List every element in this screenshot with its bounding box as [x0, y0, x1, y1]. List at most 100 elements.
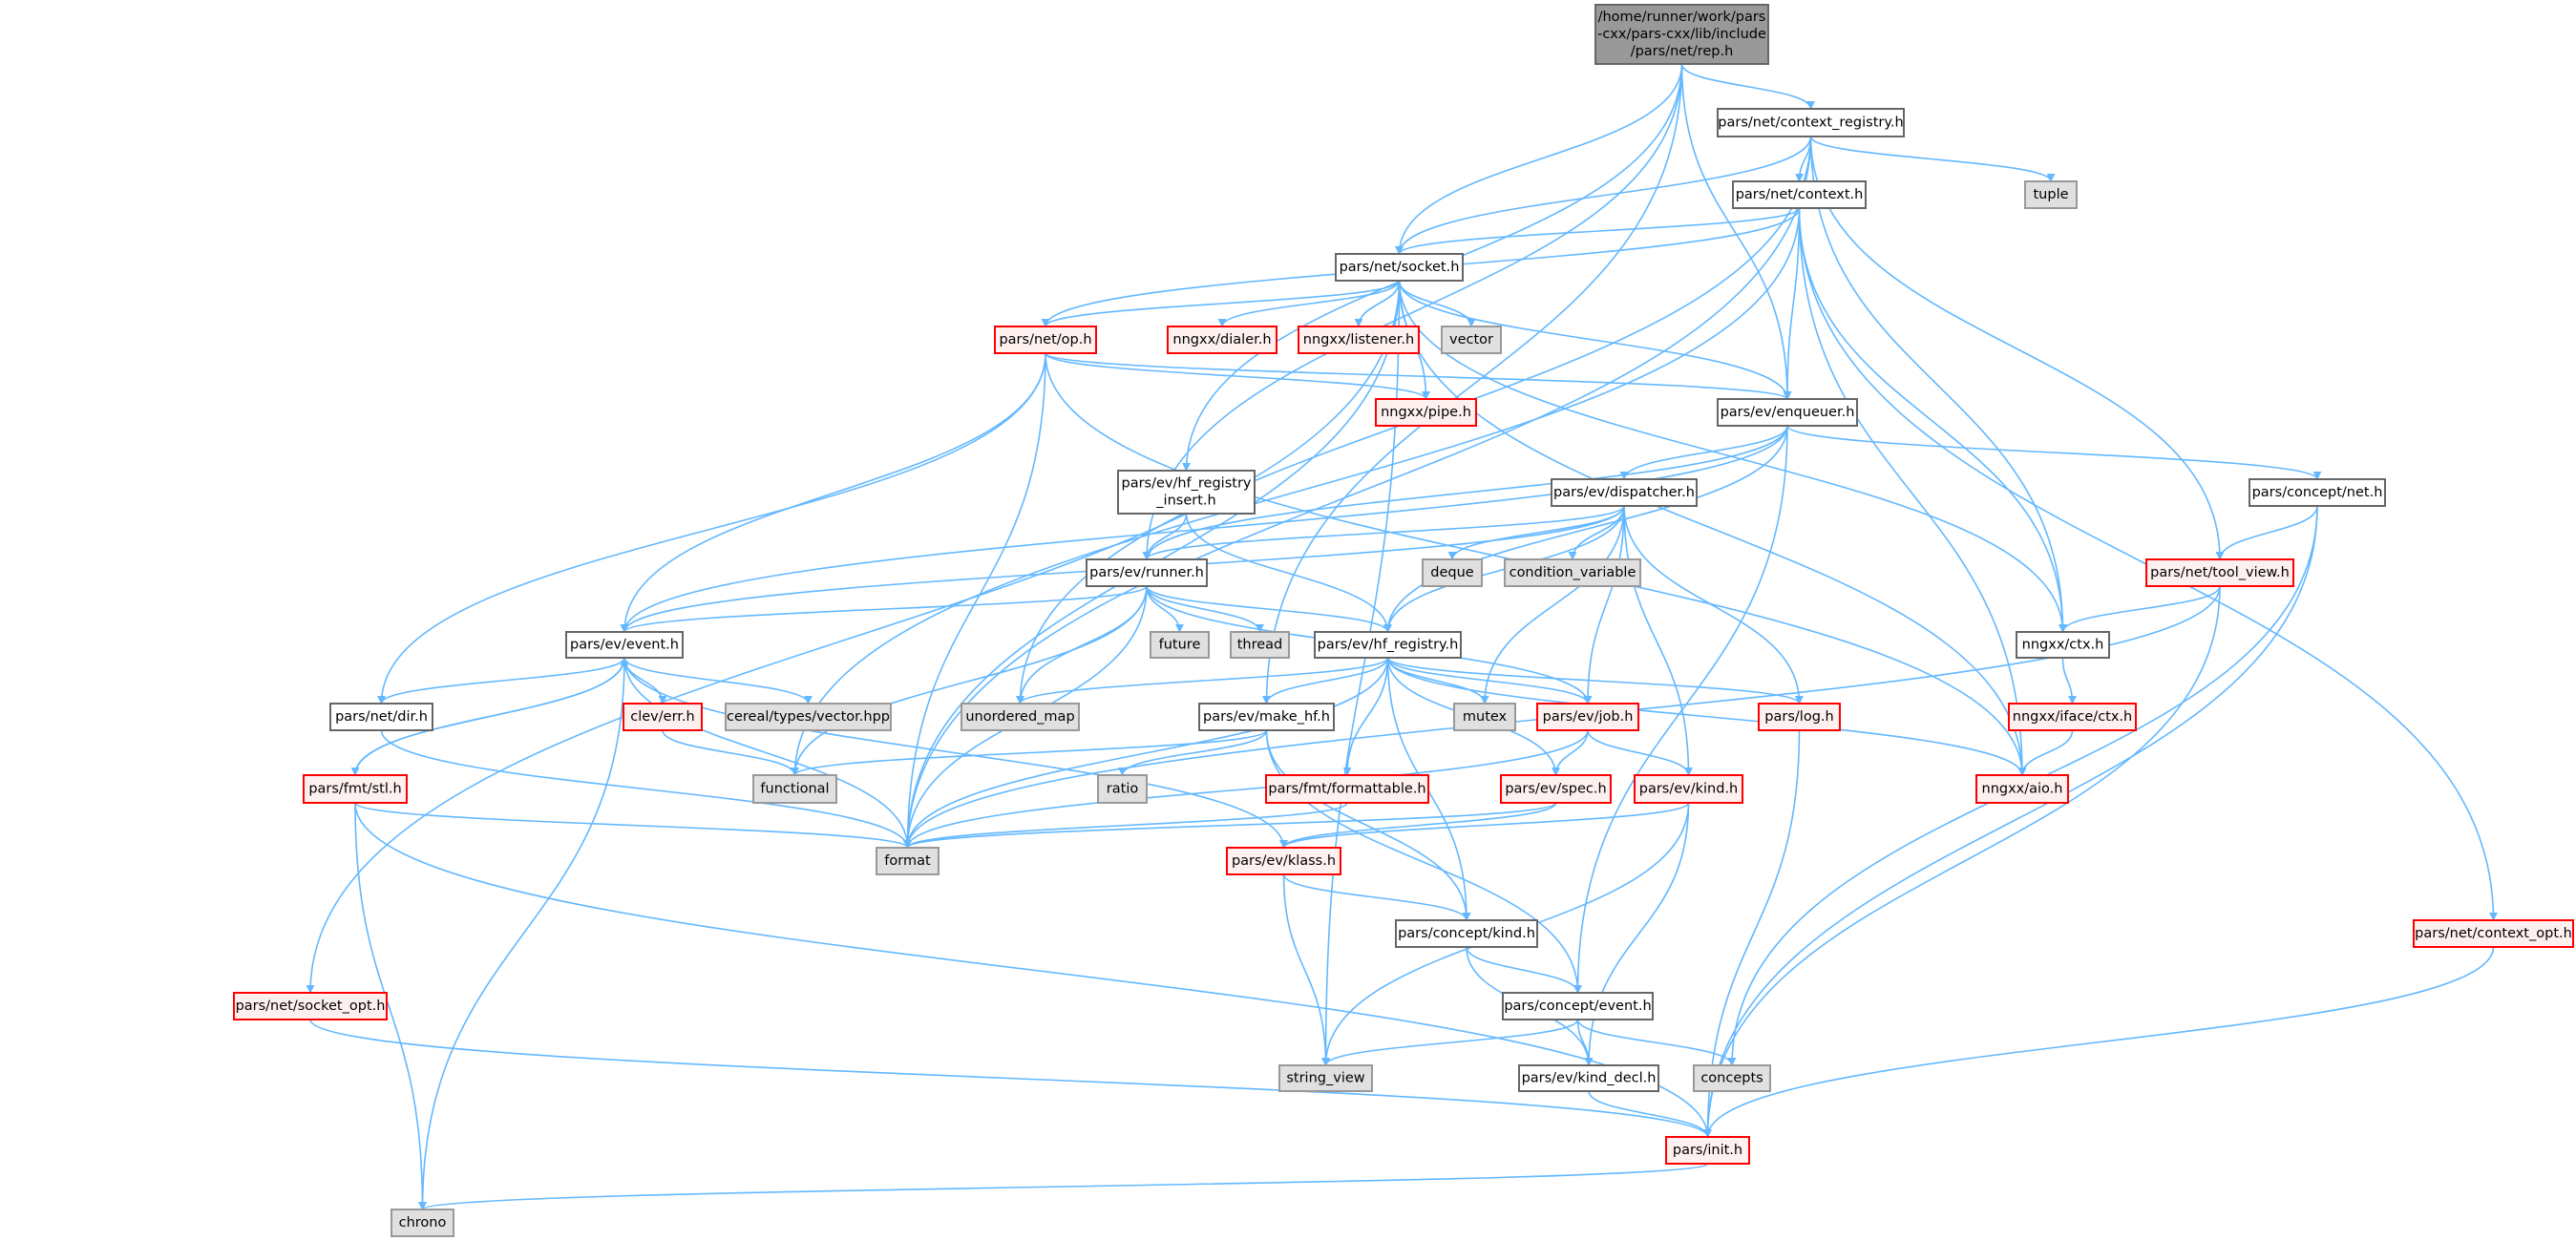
node-box	[1230, 631, 1290, 659]
node-net-dir[interactable]: pars/net/dir.h	[329, 703, 433, 731]
node-box	[1226, 847, 1341, 875]
node-label: pars/ev/kind.h	[1639, 782, 1739, 797]
edge-runner-to-event	[620, 585, 1148, 633]
node-fmt-stl[interactable]: pars/fmt/stl.h	[303, 774, 408, 804]
node-label: vector	[1449, 332, 1493, 347]
node-box	[1298, 326, 1420, 354]
edge-net-dir-to-format	[380, 729, 912, 849]
node-log[interactable]: pars/log.h	[1758, 703, 1841, 731]
node-box	[1732, 180, 1867, 209]
edge-event-to-klass	[623, 657, 1288, 849]
node-context-registry[interactable]: pars/net/context_registry.h	[1717, 108, 1905, 137]
node-label: pars/concept/kind.h	[1398, 926, 1535, 941]
edge-spec-to-klass	[1279, 802, 1557, 849]
node-deque: deque	[1422, 558, 1483, 587]
edge-op-to-pipe	[1045, 352, 1430, 400]
node-klass[interactable]: pars/ev/klass.h	[1226, 847, 1341, 875]
node-label: pars/net/socket_opt.h	[236, 999, 386, 1014]
node-kind-decl[interactable]: pars/ev/kind_decl.h	[1518, 1064, 1659, 1092]
edge-enqueuer-to-runner	[1142, 425, 1788, 560]
node-root[interactable]: /home/runner/work/pars-cxx/pars-cxx/lib/…	[1594, 4, 1769, 65]
node-aio[interactable]: nngxx/aio.h	[1975, 774, 2069, 804]
node-job[interactable]: pars/ev/job.h	[1536, 703, 1639, 731]
edge-enqueuer-to-hf-registry	[1383, 425, 1788, 633]
node-init[interactable]: pars/init.h	[1665, 1136, 1750, 1165]
node-concept-event[interactable]: pars/concept/event.h	[1502, 992, 1654, 1020]
node-context-opt[interactable]: pars/net/context_opt.h	[2413, 919, 2574, 948]
node-socket[interactable]: pars/net/socket.h	[1335, 253, 1464, 282]
node-kind[interactable]: pars/ev/kind.h	[1634, 774, 1743, 804]
edge-concept-net-to-tool-view	[2215, 505, 2318, 560]
edge-concept-kind-to-concept-event	[1466, 946, 1582, 994]
node-runner[interactable]: pars/ev/runner.h	[1086, 558, 1208, 587]
edge-context-registry-to-tuple	[1809, 136, 2056, 182]
edge-socket-opt-to-init	[309, 1019, 1712, 1138]
edge-runner-to-functional	[791, 585, 1148, 776]
node-chrono: chrono	[391, 1209, 454, 1237]
node-label: pars/concept/net.h	[2252, 485, 2383, 500]
node-label: pars/ev/kind_decl.h	[1522, 1071, 1657, 1086]
node-label: pars/ev/hf_registry	[1121, 476, 1251, 492]
node-box	[1097, 774, 1148, 804]
edge-hf-registry-to-make-hf	[1262, 657, 1389, 705]
node-clev-err[interactable]: clev/err.h	[623, 703, 703, 731]
node-socket-opt[interactable]: pars/net/socket_opt.h	[233, 992, 388, 1020]
node-label: nngxx/iface/ctx.h	[2013, 709, 2132, 725]
node-nngxx-ctx[interactable]: nngxx/ctx.h	[2016, 631, 2110, 659]
node-context[interactable]: pars/net/context.h	[1732, 180, 1867, 209]
node-hf-registry[interactable]: pars/ev/hf_registry.h	[1314, 631, 1462, 659]
node-formattable[interactable]: pars/fmt/formattable.h	[1265, 774, 1429, 804]
node-label: format	[884, 853, 931, 869]
node-label: ratio	[1107, 782, 1139, 797]
node-concept-net[interactable]: pars/concept/net.h	[2249, 478, 2386, 507]
node-functional: functional	[752, 774, 837, 804]
node-iface-ctx[interactable]: nngxx/iface/ctx.h	[2008, 703, 2137, 731]
node-label: pars/ev/klass.h	[1232, 853, 1336, 869]
node-pipe[interactable]: nngxx/pipe.h	[1375, 398, 1477, 427]
node-box	[994, 326, 1097, 354]
node-hf-registry-insert[interactable]: pars/ev/hf_registry _insert.h	[1117, 470, 1256, 515]
edge-event-to-chrono	[418, 657, 625, 1210]
node-concept-kind[interactable]: pars/concept/kind.h	[1395, 919, 1538, 948]
node-box	[565, 631, 684, 659]
node-tuple: tuple	[2024, 180, 2078, 209]
node-box	[1441, 326, 1502, 354]
node-label: pars/net/op.h	[999, 332, 1091, 347]
node-label: pars/ev/hf_registry.h	[1318, 638, 1459, 653]
edge-context-to-socket	[1395, 207, 1801, 255]
node-dialer[interactable]: nngxx/dialer.h	[1167, 326, 1277, 354]
node-box	[303, 774, 408, 804]
node-spec[interactable]: pars/ev/spec.h	[1500, 774, 1612, 804]
edge-fmt-stl-to-init	[354, 802, 1712, 1138]
node-box	[2008, 703, 2137, 731]
node-event[interactable]: pars/ev/event.h	[565, 631, 684, 659]
edge-root-to-socket	[1395, 63, 1683, 255]
node-label: pars/net/context_opt.h	[2415, 926, 2572, 941]
node-box	[233, 992, 388, 1020]
node-enqueuer[interactable]: pars/ev/enqueuer.h	[1717, 398, 1858, 427]
edge-tool-view-to-init	[1703, 585, 2221, 1138]
node-box	[1314, 631, 1462, 659]
node-label: nngxx/listener.h	[1303, 332, 1414, 347]
node-label: deque	[1430, 565, 1474, 580]
node-tool-view[interactable]: pars/net/tool_view.h	[2145, 558, 2294, 587]
edge-iface-ctx-to-aio	[2017, 729, 2074, 776]
node-op[interactable]: pars/net/op.h	[994, 326, 1097, 354]
edge-spec-to-format	[903, 802, 1557, 849]
edge-socket-to-enqueuer	[1398, 280, 1792, 400]
node-label: _insert.h	[1155, 494, 1215, 509]
node-label: pars/init.h	[1673, 1143, 1742, 1158]
node-box	[2413, 919, 2574, 948]
node-box	[1265, 774, 1429, 804]
edge-hf-registry-to-unordered-map	[1016, 657, 1389, 705]
edge-context-to-nngxx-ctx	[1798, 207, 2067, 633]
node-label: pars/net/dir.h	[335, 709, 428, 725]
edge-log-to-init	[1703, 729, 1801, 1138]
edge-context-to-functional	[791, 207, 1801, 776]
node-make-hf[interactable]: pars/ev/make_hf.h	[1198, 703, 1335, 731]
node-box	[1502, 992, 1654, 1020]
node-listener[interactable]: nngxx/listener.h	[1298, 326, 1420, 354]
edge-job-to-format	[903, 729, 1589, 849]
edge-make-hf-to-ratio	[1118, 729, 1268, 776]
node-dispatcher[interactable]: pars/ev/dispatcher.h	[1551, 478, 1698, 507]
